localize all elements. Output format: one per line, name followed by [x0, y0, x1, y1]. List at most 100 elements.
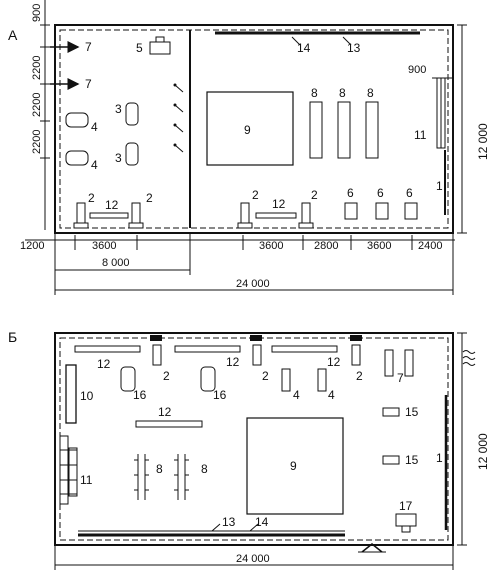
- callout-6: 6: [406, 186, 413, 200]
- plan-a-dim-span-a: 3600: [92, 240, 116, 252]
- equipment-17-base: [401, 525, 411, 533]
- equipment-10: [65, 364, 77, 424]
- callout-12: 12: [105, 198, 119, 212]
- equipment-4: [317, 368, 327, 392]
- callout-12: 12: [226, 355, 240, 369]
- rack-8: [365, 101, 379, 159]
- callout-13: 13: [222, 515, 236, 529]
- column-icon: [150, 335, 162, 341]
- callout-13: 13: [347, 41, 361, 55]
- callout-6: 6: [377, 186, 384, 200]
- bench-12: [89, 212, 129, 219]
- callout-2: 2: [262, 369, 269, 383]
- vehicle-4-icon: [65, 112, 89, 128]
- lift-2-mid-a: [237, 202, 253, 229]
- bench-12: [74, 345, 141, 353]
- plan-a-dim-top-offset: 900: [31, 4, 43, 22]
- plan-a-dim-row-3: 2200: [31, 130, 43, 154]
- plan-a: А 900 2200 2200 2200 7 7 5 4: [8, 0, 490, 295]
- callout-4: 4: [91, 120, 98, 134]
- rack-8: [337, 101, 351, 159]
- callout-1: 1: [436, 451, 443, 465]
- plan-b-dim-total-width: 24 000: [236, 553, 270, 565]
- callout-16: 16: [133, 388, 147, 402]
- vehicle-4-icon: [65, 150, 89, 166]
- rack-8: [134, 454, 149, 500]
- callout-8: 8: [367, 86, 374, 100]
- callout-12: 12: [272, 197, 286, 211]
- plan-b-outer-wall: [54, 332, 454, 546]
- entrance-icon: [361, 543, 383, 553]
- callout-11: 11: [80, 473, 93, 487]
- plan-a-dim-section-width: 8 000: [102, 257, 130, 269]
- callout-4: 4: [328, 388, 335, 402]
- callout-2: 2: [146, 191, 153, 205]
- leader-line: [249, 523, 259, 532]
- equipment-5-icon: [149, 41, 171, 55]
- callout-7: 7: [85, 77, 92, 91]
- bench-12: [271, 345, 338, 353]
- plan-a-outer-wall: [54, 24, 454, 234]
- callout-2: 2: [163, 369, 170, 383]
- callout-14: 14: [255, 515, 269, 529]
- plan-b-inner-wall: [59, 337, 449, 541]
- column-icon: [250, 335, 262, 341]
- radiator-icon: [462, 350, 476, 366]
- leader-line: [291, 36, 301, 46]
- equipment-2: [351, 344, 361, 366]
- leader-line: [211, 523, 221, 532]
- callout-15: 15: [405, 405, 419, 419]
- column-icon: [350, 335, 362, 341]
- callout-8: 8: [156, 462, 163, 476]
- callout-10: 10: [80, 389, 94, 403]
- callout-2: 2: [88, 191, 95, 205]
- lift-2-left-b: [128, 202, 144, 229]
- equipment-15: [382, 455, 400, 465]
- callout-3: 3: [115, 102, 122, 116]
- plan-a-dim-span-c: 2800: [314, 240, 338, 252]
- bench-12: [174, 345, 241, 353]
- callout-2: 2: [252, 188, 259, 202]
- callout-3: 3: [115, 151, 122, 165]
- plan-b: Б 12 12 12 2 2 2 10 16 16 4 4: [8, 329, 490, 570]
- lift-2-mid-b: [298, 202, 314, 229]
- callout-17: 17: [399, 499, 413, 513]
- plan-a-dim-right-offset: 900: [408, 64, 426, 76]
- equipment-7: [384, 349, 394, 377]
- callout-7: 7: [397, 371, 404, 385]
- plan-a-dim-span-b: 3600: [259, 240, 283, 252]
- callout-7: 7: [85, 40, 92, 54]
- callout-4: 4: [293, 388, 300, 402]
- equipment-2: [152, 344, 162, 366]
- vehicle-16-icon: [200, 366, 216, 392]
- bench-12: [255, 212, 297, 219]
- vehicle-16-icon: [120, 366, 136, 392]
- vehicle-3-icon: [125, 102, 139, 126]
- callout-8: 8: [201, 462, 208, 476]
- plan-b-label: Б: [8, 329, 17, 345]
- plan-a-dim-total-width: 24 000: [236, 278, 270, 290]
- lift-2-left-a: [73, 202, 89, 229]
- callout-12: 12: [327, 355, 341, 369]
- callout-15: 15: [405, 453, 419, 467]
- callout-1: 1: [436, 179, 443, 193]
- plan-a-inner-wall: [59, 29, 449, 229]
- equipment-17: [395, 513, 417, 527]
- callout-9: 9: [244, 123, 251, 137]
- callout-5: 5: [136, 41, 143, 55]
- equipment-2: [252, 344, 262, 366]
- callout-16: 16: [213, 388, 227, 402]
- equipment-15: [382, 407, 400, 417]
- callout-2: 2: [311, 188, 318, 202]
- equipment-5-top-icon: [155, 36, 165, 43]
- callout-8: 8: [311, 86, 318, 100]
- rack-8: [174, 454, 189, 500]
- callout-8: 8: [339, 86, 346, 100]
- rack-8: [309, 101, 323, 159]
- equipment-9-area: [246, 417, 344, 515]
- callout-9: 9: [290, 459, 297, 473]
- callout-2: 2: [356, 369, 363, 383]
- equipment-7: [404, 349, 414, 377]
- equipment-9-area: [206, 91, 294, 166]
